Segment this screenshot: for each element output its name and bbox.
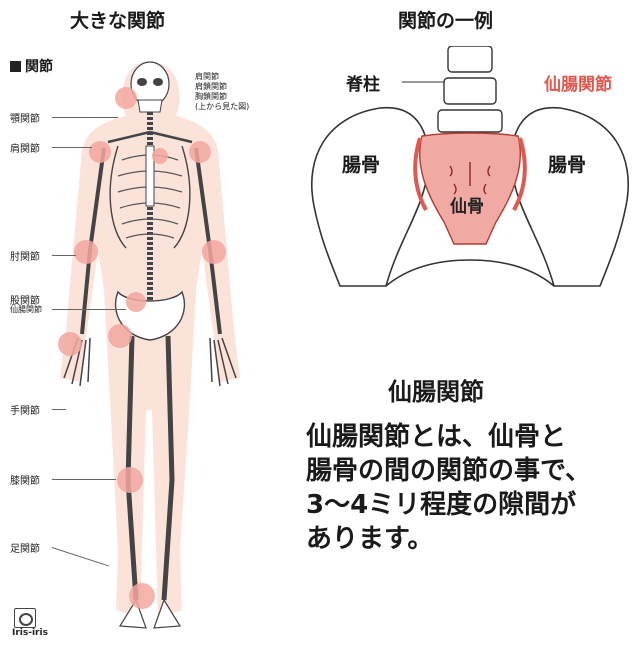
skeleton-illustration	[0, 0, 300, 645]
label-spine: 脊柱	[346, 70, 380, 95]
leader-jaw	[52, 117, 118, 118]
label-ankle-joint: 足関節	[10, 540, 40, 555]
description-line: 3〜4ミリ程度の隙間が	[306, 488, 640, 522]
label-ilium-right: 腸骨	[548, 150, 586, 177]
label-knee-joint: 膝関節	[10, 472, 40, 487]
shoulder-group-labels: 肩関節 肩鎖関節 胸鎖関節 (上から見た図)	[195, 72, 249, 112]
iris-logo: Iris-iris	[12, 608, 60, 638]
label-elbow-joint: 肘関節	[10, 248, 40, 263]
label-ilium-left: 腸骨	[342, 150, 380, 177]
label-hand-joint: 手関節	[10, 402, 40, 417]
leader-hand	[52, 409, 66, 410]
shoulder-group-line2: 肩鎖関節	[195, 82, 249, 92]
label-sacroiliac-joint: 仙腸関節	[10, 304, 42, 315]
shoulder-group-line4: (上から見た図)	[195, 102, 249, 112]
leader-elbow	[52, 255, 76, 256]
label-sacrum: 仙骨	[450, 192, 484, 217]
leader-hip	[52, 309, 126, 310]
sacroiliac-heading: 仙腸関節	[388, 372, 484, 407]
iris-logo-text: Iris-iris	[12, 628, 60, 638]
shoulder-group-line3: 胸鎖関節	[195, 92, 249, 102]
shoulder-group-line1: 肩関節	[195, 72, 249, 82]
description-line: あります。	[306, 522, 640, 556]
label-sacroiliac-joint-red: 仙腸関節	[544, 70, 612, 95]
example-diagram-title: 関節の一例	[398, 6, 493, 33]
leader-knee	[52, 479, 116, 480]
label-jaw-joint: 顎関節	[10, 110, 40, 125]
label-shoulder-joint: 肩関節	[10, 140, 40, 155]
leader-shoulder	[52, 147, 92, 148]
description-line: 仙腸関節とは、仙骨と	[306, 420, 640, 454]
sacroiliac-description: 仙腸関節とは、仙骨と 腸骨の間の関節の事で、 3〜4ミリ程度の隙間が あります。	[306, 420, 640, 556]
description-line: 腸骨の間の関節の事で、	[306, 454, 640, 488]
iris-logo-icon	[14, 608, 36, 628]
